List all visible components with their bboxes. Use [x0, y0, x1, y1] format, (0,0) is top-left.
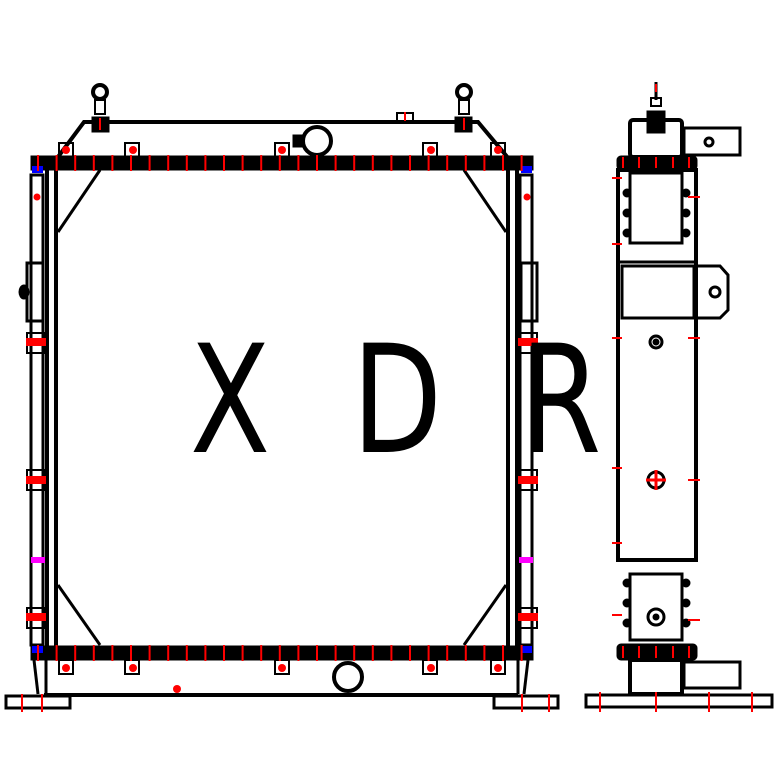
front-view — [4, 83, 560, 710]
lifting-eye-right — [454, 83, 473, 133]
watermark-letter-d: D — [352, 314, 443, 488]
lifting-eye-left — [91, 83, 110, 133]
watermark-letter-r: R — [520, 314, 602, 488]
side-view — [21, 82, 774, 712]
watermark-letter-x: X — [190, 314, 271, 488]
